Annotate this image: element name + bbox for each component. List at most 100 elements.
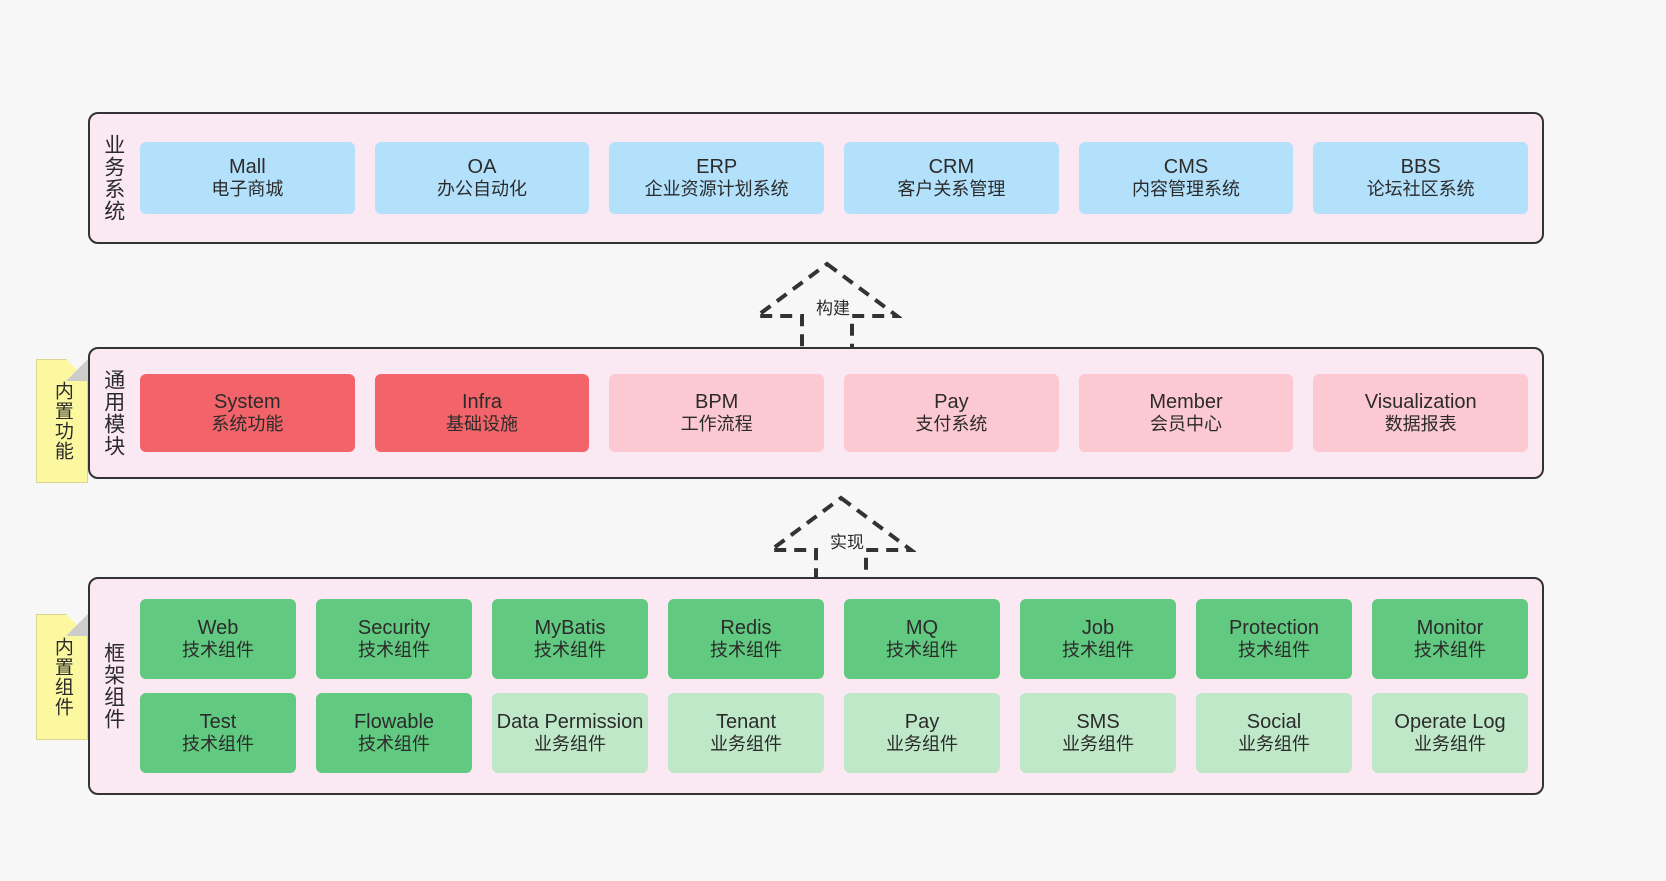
card-title: Redis [720,616,772,639]
card-protection[interactable]: Protection 技术组件 [1196,599,1352,679]
card-erp[interactable]: ERP 企业资源计划系统 [609,142,825,214]
card-title: ERP [696,155,738,178]
arrow-label-build: 构建 [814,294,852,319]
layer-title-business: 业务系统 [101,134,125,222]
card-subtitle: 业务组件 [534,734,606,755]
card-title: Pay [904,710,940,733]
note-builtin-components: 内置组件 [36,614,88,740]
card-sms[interactable]: SMS 业务组件 [1020,693,1176,773]
card-subtitle: 业务组件 [1238,734,1310,755]
card-subtitle: 工作流程 [680,414,753,435]
layer-title-framework: 框架组件 [101,642,125,730]
card-subtitle: 业务组件 [710,734,782,755]
arrow-implement: 实现 [766,492,916,587]
card-subtitle: 企业资源计划系统 [644,179,789,200]
card-crm[interactable]: CRM 客户关系管理 [844,142,1059,214]
card-title: CMS [1163,155,1209,178]
card-subtitle: 业务组件 [886,734,958,755]
card-subtitle: 技术组件 [534,640,606,661]
card-web[interactable]: Web 技术组件 [140,599,296,679]
card-subtitle: 论坛社区系统 [1366,179,1475,200]
card-subtitle: 办公自动化 [437,179,527,200]
card-title: SMS [1076,710,1120,733]
card-title: Protection [1228,616,1320,639]
arrow-label-implement: 实现 [828,528,866,553]
card-social[interactable]: Social 业务组件 [1196,693,1352,773]
card-title: Data Permission [496,710,644,733]
card-row: Web 技术组件 Security 技术组件 MyBatis 技术组件 Redi… [140,599,1528,679]
card-title: Pay [934,390,969,413]
card-subtitle: 技术组件 [358,640,430,661]
card-subtitle: 技术组件 [182,734,254,755]
card-job[interactable]: Job 技术组件 [1020,599,1176,679]
layer-framework-components: 框架组件 Web 技术组件 Security 技术组件 MyBatis 技术组件… [88,577,1544,795]
note-builtin-functions: 内置功能 [36,359,88,483]
card-row: System 系统功能 Infra 基础设施 BPM 工作流程 Pay 支付系统… [140,374,1529,452]
card-pay-component[interactable]: Pay 业务组件 [844,693,1000,773]
card-title: Test [199,710,237,733]
card-subtitle: 客户关系管理 [897,179,1006,200]
card-subtitle: 会员中心 [1150,414,1223,435]
card-subtitle: 技术组件 [358,734,430,755]
card-subtitle: 内容管理系统 [1132,179,1241,200]
card-title: CRM [928,155,975,178]
card-title: Mall [229,155,266,178]
card-title: Visualization [1364,390,1477,413]
card-title: MQ [905,616,939,639]
card-title: Security [357,616,431,639]
card-subtitle: 技术组件 [1238,640,1310,661]
card-subtitle: 技术组件 [1414,640,1486,661]
card-title: BBS [1400,155,1441,178]
card-title: Infra [461,390,503,413]
card-bpm[interactable]: BPM 工作流程 [609,374,825,452]
card-flowable[interactable]: Flowable 技术组件 [316,693,472,773]
note-label: 内置功能 [51,381,73,461]
card-title: Monitor [1416,616,1484,639]
card-subtitle: 业务组件 [1062,734,1134,755]
card-tenant[interactable]: Tenant 业务组件 [668,693,824,773]
card-pay[interactable]: Pay 支付系统 [844,374,1059,452]
card-title: Web [197,616,239,639]
card-operate-log[interactable]: Operate Log 业务组件 [1372,693,1528,773]
card-title: BPM [695,390,739,413]
card-visualization[interactable]: Visualization 数据报表 [1313,374,1529,452]
card-title: Social [1246,710,1302,733]
card-infra[interactable]: Infra 基础设施 [374,374,590,452]
card-subtitle: 电子商城 [211,179,284,200]
layer-common-modules: 通用模块 System 系统功能 Infra 基础设施 BPM 工作流程 Pay… [88,347,1544,479]
layer-body-common: System 系统功能 Infra 基础设施 BPM 工作流程 Pay 支付系统… [136,349,1542,477]
card-mybatis[interactable]: MyBatis 技术组件 [492,599,648,679]
card-subtitle: 技术组件 [886,640,958,661]
card-title: Tenant [715,710,777,733]
card-title: OA [467,155,497,178]
card-test[interactable]: Test 技术组件 [140,693,296,773]
card-mq[interactable]: MQ 技术组件 [844,599,1000,679]
card-title: System [213,390,281,413]
card-subtitle: 技术组件 [182,640,254,661]
card-redis[interactable]: Redis 技术组件 [668,599,824,679]
card-subtitle: 系统功能 [211,414,284,435]
card-bbs[interactable]: BBS 论坛社区系统 [1313,142,1529,214]
card-oa[interactable]: OA 办公自动化 [374,142,590,214]
card-mall[interactable]: Mall 电子商城 [140,142,355,214]
card-title: Operate Log [1394,710,1506,733]
card-data-permission[interactable]: Data Permission 业务组件 [492,693,648,773]
note-label: 内置组件 [51,637,73,717]
card-member[interactable]: Member 会员中心 [1078,374,1294,452]
card-monitor[interactable]: Monitor 技术组件 [1372,599,1528,679]
layer-body-business: Mall 电子商城 OA 办公自动化 ERP 企业资源计划系统 CRM 客户关系… [136,114,1542,242]
card-subtitle: 数据报表 [1384,414,1457,435]
arrow-build: 构建 [752,258,902,353]
card-title: Job [1081,616,1115,639]
card-title: MyBatis [534,616,606,639]
layer-body-framework: Web 技术组件 Security 技术组件 MyBatis 技术组件 Redi… [136,579,1542,793]
layer-business-systems: 业务系统 Mall 电子商城 OA 办公自动化 ERP 企业资源计划系统 CRM… [88,112,1544,244]
card-security[interactable]: Security 技术组件 [316,599,472,679]
card-subtitle: 技术组件 [1062,640,1134,661]
card-title: Member [1149,390,1223,413]
card-subtitle: 基础设施 [446,414,518,435]
layer-title-common: 通用模块 [101,369,125,457]
card-system[interactable]: System 系统功能 [140,374,355,452]
card-cms[interactable]: CMS 内容管理系统 [1078,142,1294,214]
